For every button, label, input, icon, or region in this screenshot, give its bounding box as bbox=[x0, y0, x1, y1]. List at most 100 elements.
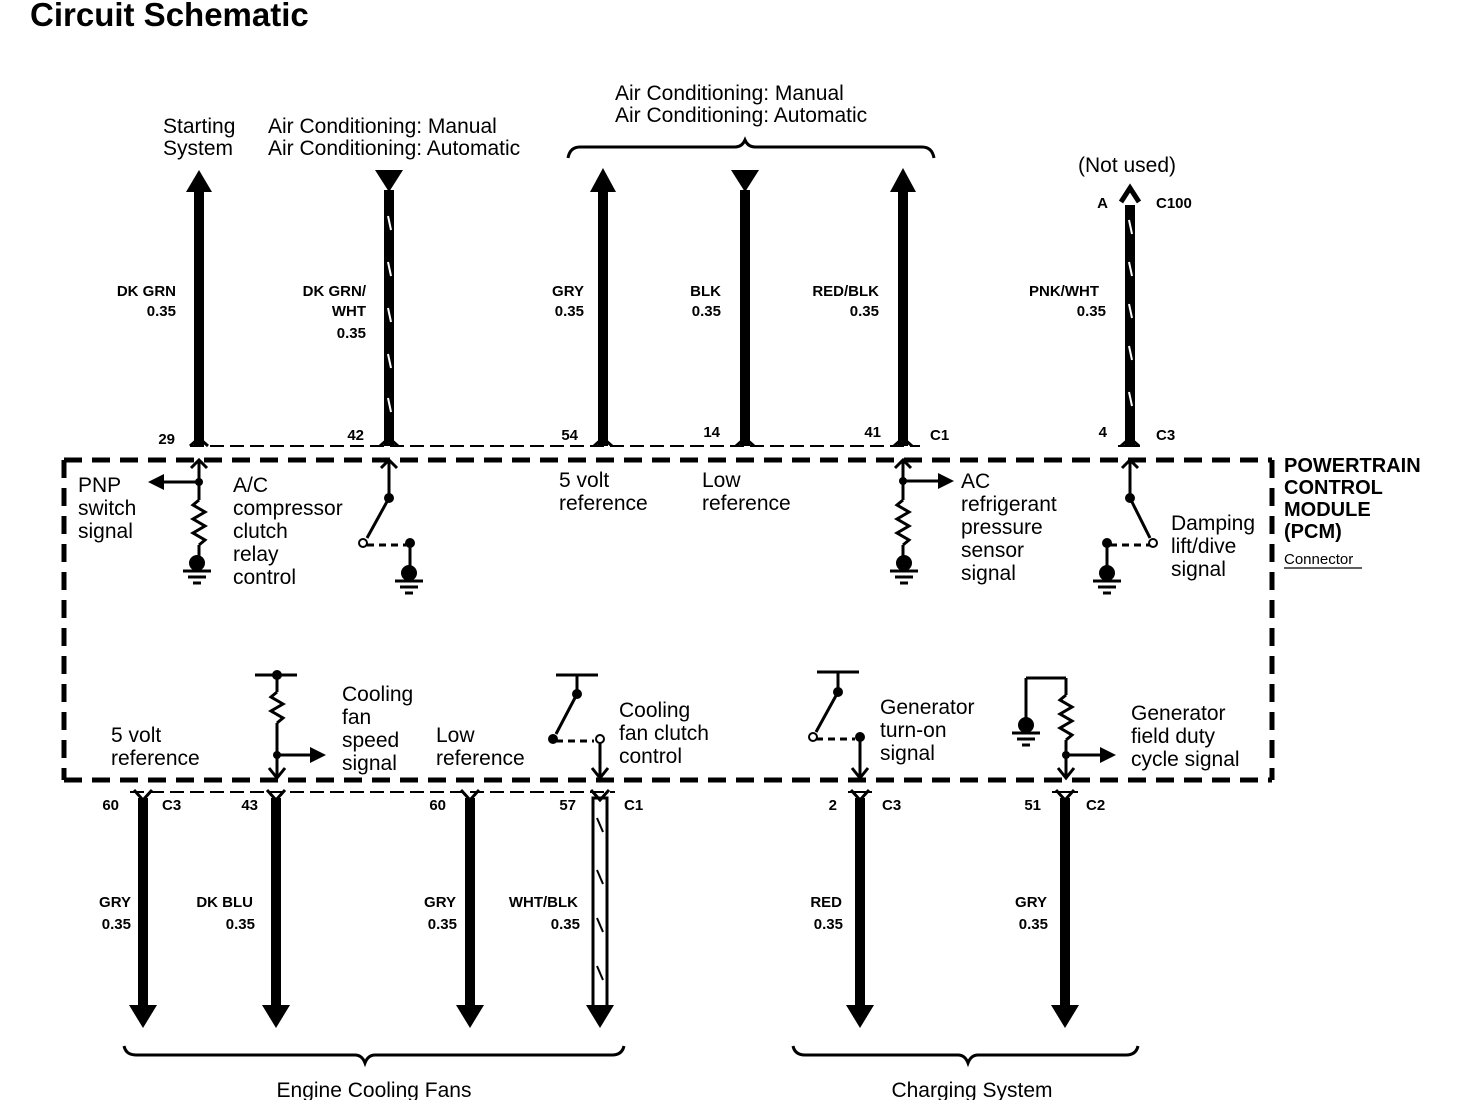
junction-dot bbox=[273, 751, 281, 759]
svg-text:pressure: pressure bbox=[961, 516, 1043, 539]
destination-air-conditioning-left: Air Conditioning: Manual Air Conditionin… bbox=[268, 115, 520, 160]
svg-text:0.35: 0.35 bbox=[428, 916, 457, 933]
svg-text:DK GRN: DK GRN bbox=[117, 283, 176, 300]
svg-text:DK GRN/: DK GRN/ bbox=[303, 283, 367, 300]
destination-starting-system: Starting System bbox=[163, 115, 235, 160]
svg-text:RED: RED bbox=[810, 894, 842, 911]
pin-number: 51 bbox=[1024, 797, 1041, 814]
low-reference-top-label: Low reference bbox=[702, 469, 791, 515]
svg-text:signal: signal bbox=[880, 742, 935, 765]
fan-speed-circuit bbox=[255, 673, 312, 781]
svg-text:BLK: BLK bbox=[690, 283, 721, 300]
five-volt-reference-bottom-label: 5 volt reference bbox=[111, 724, 200, 770]
pin-number: 60 bbox=[102, 797, 119, 814]
svg-text:cycle signal: cycle signal bbox=[1131, 748, 1240, 771]
svg-text:PNK/WHT: PNK/WHT bbox=[1029, 283, 1099, 300]
destination-engine-cooling-fans: Engine Cooling Fans bbox=[122, 1045, 626, 1100]
pin-number: 14 bbox=[703, 424, 720, 441]
svg-text:switch: switch bbox=[78, 497, 136, 520]
svg-text:GRY: GRY bbox=[99, 894, 131, 911]
pin-number: 54 bbox=[561, 427, 578, 444]
wire-29-dk-grn: DK GRN 0.35 29 bbox=[117, 170, 212, 448]
svg-text:DK BLU: DK BLU bbox=[196, 894, 253, 911]
pin-number: 41 bbox=[864, 424, 881, 441]
svg-text:WHT/BLK: WHT/BLK bbox=[509, 894, 578, 911]
switch-contact-dot bbox=[572, 689, 582, 699]
svg-text:0.35: 0.35 bbox=[1077, 303, 1106, 320]
svg-text:Low: Low bbox=[702, 469, 741, 492]
switch-contact-dot bbox=[595, 734, 605, 744]
wire-14-blk: BLK 0.35 14 bbox=[690, 170, 759, 446]
svg-text:Air Conditioning: Automatic: Air Conditioning: Automatic bbox=[615, 104, 867, 127]
svg-text:0.35: 0.35 bbox=[814, 916, 843, 933]
svg-text:reference: reference bbox=[702, 492, 791, 515]
svg-text:0.35: 0.35 bbox=[1019, 916, 1048, 933]
pcm-module-label: POWERTRAIN CONTROL MODULE (PCM) Connecto… bbox=[1284, 455, 1421, 569]
connector-id: C3 bbox=[882, 797, 901, 814]
wire-4-pnk-wht: A C100 PNK/WHT 0.35 4 C3 bbox=[1029, 183, 1192, 446]
svg-text:GRY: GRY bbox=[424, 894, 456, 911]
svg-text:signal: signal bbox=[78, 520, 133, 543]
five-volt-reference-top-label: 5 volt reference bbox=[559, 469, 648, 515]
svg-text:field duty: field duty bbox=[1131, 725, 1216, 748]
switch-contact-dot bbox=[855, 732, 865, 742]
switch-contact-dot bbox=[405, 538, 415, 548]
svg-text:PNP: PNP bbox=[78, 474, 121, 497]
svg-text:reference: reference bbox=[436, 747, 525, 770]
wire-2-red: 2 C3 RED 0.35 bbox=[810, 788, 901, 1028]
wire-60-gry: 60 GRY 0.35 bbox=[424, 788, 484, 1028]
svg-text:compressor: compressor bbox=[233, 497, 343, 520]
svg-text:lift/dive: lift/dive bbox=[1171, 535, 1236, 558]
svg-text:0.35: 0.35 bbox=[147, 303, 176, 320]
switch-contact-dot bbox=[548, 734, 558, 744]
switch-contact-dot bbox=[1125, 493, 1135, 503]
svg-text:Air Conditioning: Automatic: Air Conditioning: Automatic bbox=[268, 137, 520, 160]
damping-switch bbox=[1105, 457, 1152, 568]
ground-icon bbox=[1010, 715, 1042, 747]
pin-number: 2 bbox=[829, 797, 837, 814]
arrow-left-icon bbox=[148, 474, 164, 490]
svg-text:AC: AC bbox=[961, 470, 990, 493]
svg-text:signal: signal bbox=[342, 752, 397, 775]
svg-text:(PCM): (PCM) bbox=[1284, 521, 1342, 543]
wire-43-dk-blu: 43 DK BLU 0.35 bbox=[196, 788, 290, 1028]
svg-text:reference: reference bbox=[559, 492, 648, 515]
svg-text:signal: signal bbox=[1171, 558, 1226, 581]
svg-text:Generator: Generator bbox=[1131, 702, 1226, 725]
ground-icon bbox=[1091, 563, 1123, 595]
svg-text:Engine Cooling Fans: Engine Cooling Fans bbox=[277, 1079, 472, 1100]
ac-relay-switch bbox=[365, 457, 412, 568]
svg-text:turn-on: turn-on bbox=[880, 719, 947, 742]
svg-text:relay: relay bbox=[233, 543, 279, 566]
wire-42-dk-grn-wht: DK GRN/ WHT 0.35 42 bbox=[303, 170, 403, 446]
svg-text:Damping: Damping bbox=[1171, 512, 1255, 535]
svg-text:sensor: sensor bbox=[961, 539, 1024, 562]
switch-contact-dot bbox=[808, 732, 818, 742]
generator-field-label: Generator field duty cycle signal bbox=[1131, 702, 1240, 771]
svg-text:Cooling: Cooling bbox=[342, 683, 413, 706]
svg-text:0.35: 0.35 bbox=[102, 916, 131, 933]
svg-text:A/C: A/C bbox=[233, 474, 268, 497]
ac-pressure-sensor-circuit bbox=[893, 457, 940, 556]
svg-text:Air Conditioning: Manual: Air Conditioning: Manual bbox=[268, 115, 497, 138]
svg-text:clutch: clutch bbox=[233, 520, 288, 543]
svg-text:5 volt: 5 volt bbox=[111, 724, 161, 747]
pcm-module-boundary bbox=[61, 457, 1275, 783]
connector-id: C3 bbox=[1156, 427, 1175, 444]
svg-text:signal: signal bbox=[961, 562, 1016, 585]
generator-turn-on-switch bbox=[814, 670, 870, 781]
svg-text:Low: Low bbox=[436, 724, 475, 747]
switch-contact-dot bbox=[358, 538, 368, 548]
generator-field-circuit bbox=[1024, 676, 1102, 781]
junction-dot bbox=[899, 477, 907, 485]
connector-id: C1 bbox=[930, 427, 949, 444]
generator-turn-on-label: Generator turn-on signal bbox=[880, 696, 975, 765]
pin-number: 29 bbox=[158, 431, 175, 448]
arrow-right-icon bbox=[310, 747, 326, 763]
svg-text:0.35: 0.35 bbox=[226, 916, 255, 933]
svg-text:0.35: 0.35 bbox=[850, 303, 879, 320]
low-reference-bottom-label: Low reference bbox=[436, 724, 525, 770]
svg-text:reference: reference bbox=[111, 747, 200, 770]
damping-signal-label: Damping lift/dive signal bbox=[1171, 512, 1255, 581]
